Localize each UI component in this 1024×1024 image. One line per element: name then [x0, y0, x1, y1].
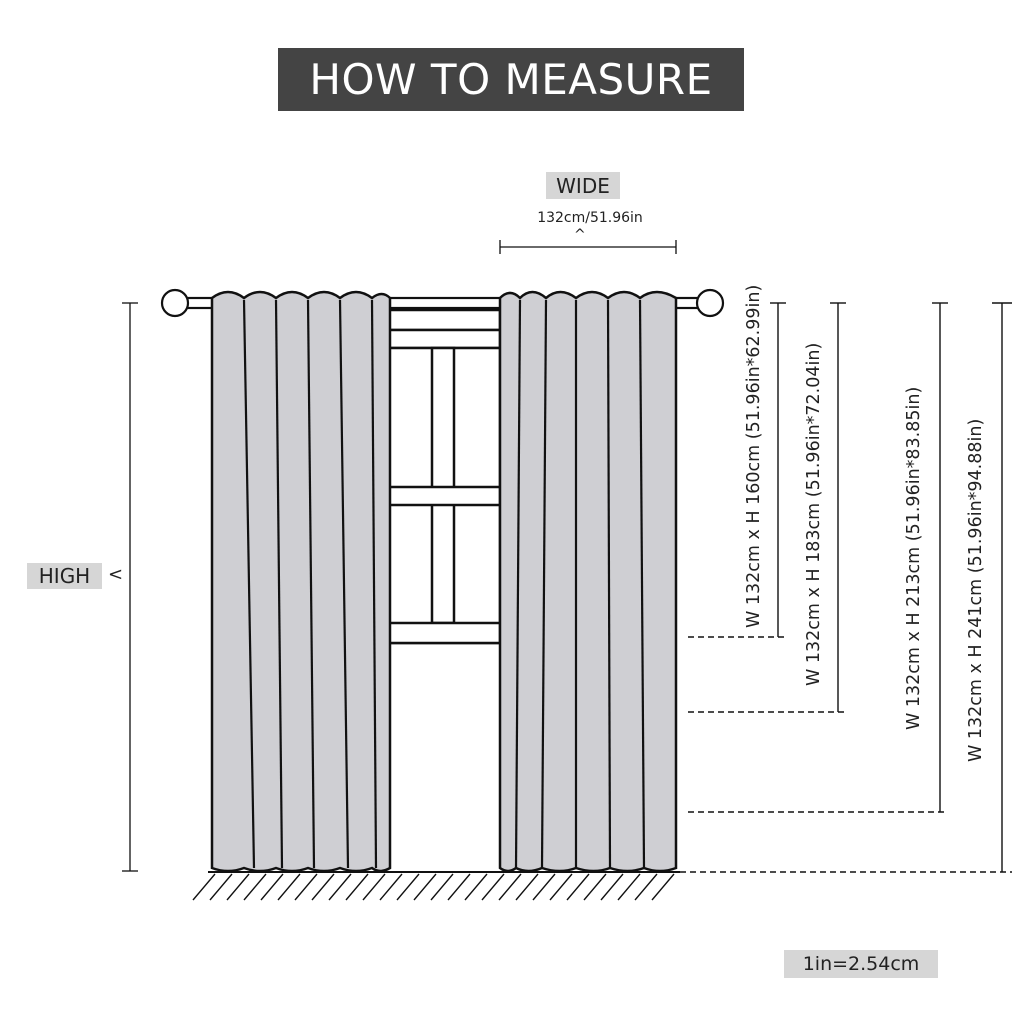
floor-hatch-line [464, 873, 488, 901]
floor-hatch-line [362, 873, 386, 901]
title-banner: HOW TO MEASURE [278, 48, 744, 111]
wide-arrow: ^ [574, 227, 586, 243]
floor [192, 871, 680, 901]
floor-hatch-line [294, 873, 318, 901]
high-label: HIGH [27, 563, 102, 589]
floor-hatch-line [311, 873, 335, 901]
high-dimension-line [122, 302, 138, 872]
floor-hatch-line [277, 873, 301, 901]
page-title: HOW TO MEASURE [309, 55, 713, 104]
size-dimension-lines [680, 302, 1012, 873]
floor-hatch-line [209, 873, 233, 901]
window-frame [386, 308, 502, 645]
floor-hatch-line [634, 873, 658, 901]
floor-hatch-line [243, 873, 267, 901]
floor-hatch-line [481, 873, 505, 901]
curtain-panel-right [498, 290, 678, 873]
floor-hatch-line [345, 873, 369, 901]
wide-dimension: 132cm/51.96in [537, 210, 643, 226]
floor-hatch-line [532, 873, 556, 901]
floor-hatch-line [549, 873, 573, 901]
unit-conversion-note: 1in=2.54cm [784, 950, 938, 978]
high-arrow: < [108, 564, 124, 585]
floor-hatch-line [192, 873, 216, 901]
floor-hatch-line [515, 873, 539, 901]
floor-hatch-line [651, 873, 675, 901]
floor-hatch-line [260, 873, 284, 901]
floor-hatch-line [379, 873, 403, 901]
wide-dimension-line [499, 240, 677, 254]
curtain-panel-left [210, 290, 392, 873]
floor-hatch-line [430, 873, 454, 901]
floor-hatch-line [396, 873, 420, 901]
floor-hatch-line [583, 873, 607, 901]
rod-finial-left [160, 288, 190, 318]
rod-finial-right [695, 288, 725, 318]
floor-hatch-line [413, 873, 437, 901]
floor-hatch-line [566, 873, 590, 901]
floor-hatch-line [498, 873, 522, 901]
floor-hatch-line [447, 873, 471, 901]
curtain-rod [160, 288, 725, 318]
floor-hatch-line [328, 873, 352, 901]
wide-label: WIDE [546, 172, 620, 199]
floor-hatch-line [617, 873, 641, 901]
floor-hatch-line [226, 873, 250, 901]
floor-hatch-line [600, 873, 624, 901]
